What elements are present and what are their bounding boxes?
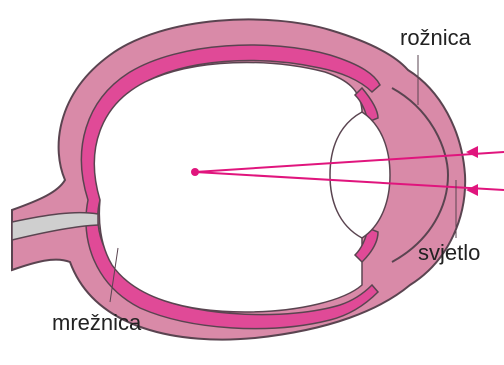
vitreous-body: [94, 63, 362, 312]
cornea-label: rožnica: [400, 25, 472, 50]
retina-label: mrežnica: [52, 310, 142, 335]
focal-point: [191, 168, 199, 176]
arrow-lower-icon: [466, 184, 478, 196]
arrow-upper-icon: [466, 146, 478, 158]
light-label: svjetlo: [418, 240, 480, 265]
